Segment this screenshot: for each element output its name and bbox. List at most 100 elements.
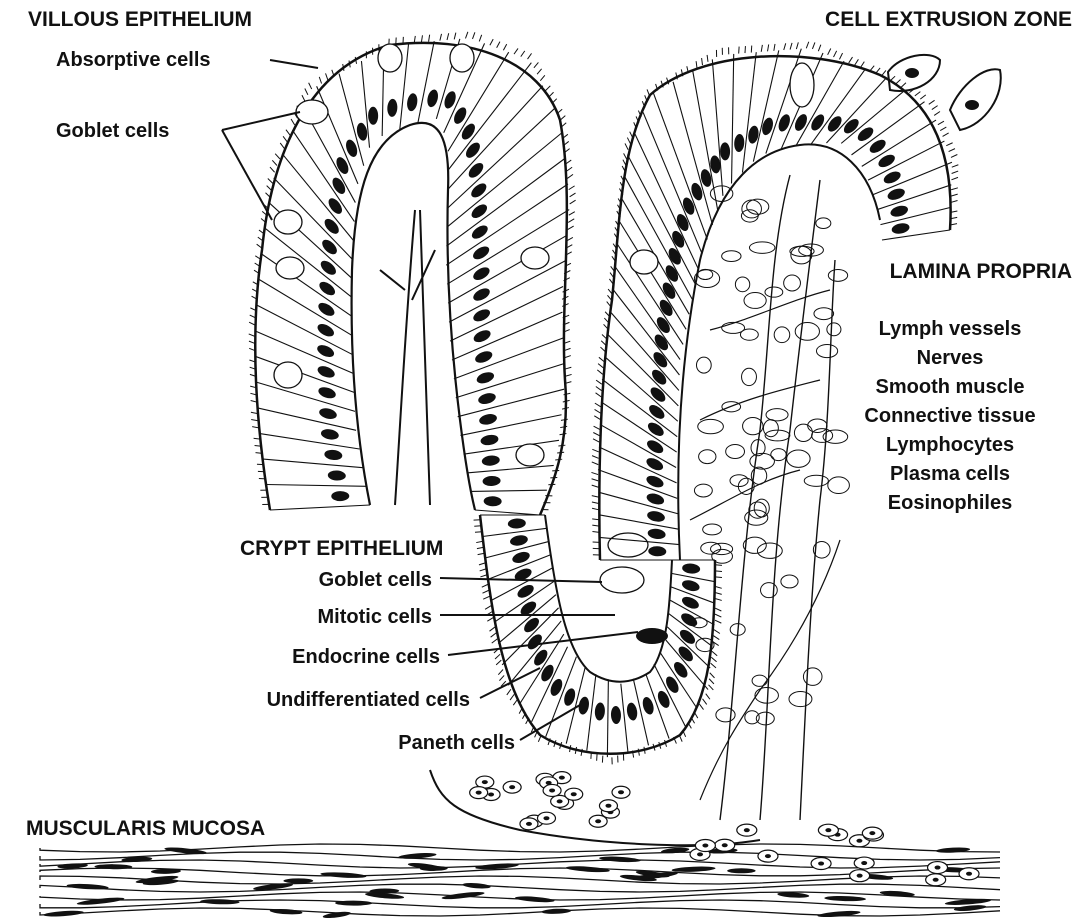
cell-border (880, 207, 950, 224)
basal-cell-nucleus (595, 819, 601, 823)
label-crypt-epithelium: CRYPT EPITHELIUM (240, 537, 443, 560)
lamina-propria-cell (726, 444, 745, 458)
microvillus (915, 92, 921, 96)
lamina-propria-cell (742, 368, 757, 385)
muscle-nucleus (335, 901, 372, 906)
microvillus (267, 186, 272, 191)
lamina-propria-cell (730, 475, 748, 487)
cell-border (599, 447, 677, 483)
lamina-propria-cell (803, 668, 822, 686)
microvillus (497, 42, 500, 48)
microvillus (715, 577, 722, 578)
cell-border (270, 505, 370, 510)
cell-nucleus (387, 99, 398, 118)
microvillus (952, 171, 959, 173)
cell-nucleus (330, 176, 348, 197)
basal-cell-nucleus (557, 799, 563, 803)
microvillus (569, 186, 575, 190)
cell-border (447, 133, 562, 227)
lamina-propria-cell (765, 287, 783, 297)
cell-border (611, 312, 679, 390)
microvillus (713, 636, 719, 640)
basal-cell-nucleus (488, 793, 494, 797)
microvillus (715, 620, 721, 623)
microvillus (774, 44, 775, 51)
cell-border (262, 254, 352, 316)
microvillus (479, 563, 486, 565)
muscle-nucleus (566, 865, 610, 873)
microvillus (890, 76, 895, 81)
goblet-cell-marker (630, 250, 658, 274)
microvillus (480, 575, 487, 577)
goblet-cell-marker (790, 63, 814, 107)
microvillus (806, 42, 808, 49)
cell-nucleus (318, 407, 338, 421)
cell-nucleus (677, 627, 697, 646)
microvillus (472, 32, 474, 39)
microvillus (498, 670, 503, 675)
basal-cell-nucleus (702, 843, 708, 847)
cell-nucleus (509, 534, 529, 547)
lamina-propria-network (690, 175, 840, 820)
lamina-propria-cell (789, 691, 812, 706)
microvillus (513, 699, 517, 705)
cell-nucleus (480, 434, 499, 447)
cell-nucleus (646, 420, 666, 439)
microvillus (561, 419, 568, 420)
cell-nucleus (671, 660, 690, 680)
microvillus (319, 77, 321, 84)
cell-nucleus (463, 140, 482, 160)
cell-nucleus (406, 93, 419, 112)
microvillus (492, 639, 498, 643)
lamina-propria-cell (735, 277, 749, 292)
microvillus (702, 58, 703, 65)
lamina-propria-cell (710, 186, 732, 202)
crypt-item: Goblet cells (319, 569, 432, 591)
cell-nucleus (825, 114, 844, 134)
microvillus (895, 79, 900, 84)
microvillus (593, 439, 599, 442)
cell-nucleus (328, 470, 346, 481)
microvillus (280, 143, 284, 149)
microvillus (275, 154, 280, 159)
microvillus (490, 39, 493, 45)
microvillus (711, 657, 716, 662)
microvillus (594, 416, 600, 420)
basal-cell-nucleus (856, 839, 862, 843)
cell-nucleus (734, 134, 745, 153)
microvillus (465, 32, 467, 39)
microvillus (309, 83, 312, 89)
cell-nucleus (522, 615, 542, 635)
microvillus (855, 59, 859, 65)
microvillus (291, 119, 295, 125)
microvillus (901, 83, 906, 88)
label-cell-extrusion-zone: CELL EXTRUSION ZONE (825, 8, 1072, 31)
cell-border (607, 679, 608, 757)
microvillus (712, 651, 717, 656)
microvillus (881, 70, 885, 75)
lamina-item: Nerves (917, 347, 984, 369)
cell-nucleus (539, 663, 556, 684)
cell-nucleus (320, 428, 340, 441)
microvillus (599, 357, 604, 361)
microvillus (568, 219, 574, 223)
microvillus (710, 673, 715, 678)
microvillus (625, 143, 628, 149)
microvillus (595, 409, 601, 413)
lamina-propria-cell (823, 430, 848, 443)
microvillus (326, 73, 328, 80)
lamina-propria-cell (795, 323, 819, 341)
microvillus (715, 571, 722, 572)
microvillus (707, 55, 708, 62)
cell-border (418, 41, 434, 123)
microvillus (861, 62, 865, 68)
cell-nucleus (484, 496, 502, 506)
microvillus (592, 462, 598, 465)
goblet-cell-marker (296, 100, 328, 124)
microvillus (715, 586, 722, 588)
microvillus (499, 675, 504, 680)
lamina-propria-cell (828, 477, 850, 494)
muscle-nucleus (936, 847, 971, 854)
microvillus (596, 380, 602, 384)
